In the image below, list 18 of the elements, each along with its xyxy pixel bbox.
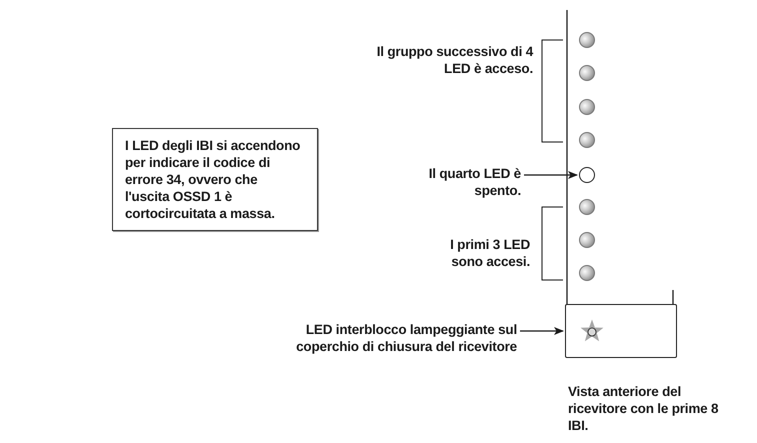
lit-led xyxy=(579,65,595,81)
receiver-panel xyxy=(566,10,674,304)
unlit-led xyxy=(579,167,595,183)
cover-box xyxy=(565,304,677,358)
lit-led xyxy=(579,199,595,215)
callout-text: LED interblocco lampeggiante sul coperchio di chiusura del ricevitore xyxy=(257,321,517,355)
lit-led xyxy=(579,132,595,148)
info-box: I LED degli IBI si accendono per indicare il codice di errore 34, ovvero che l'uscita OSSD 1 è cortocircuitata a massa. xyxy=(112,128,318,231)
lit-led xyxy=(579,265,595,281)
caption-text: Vista anteriore del ricevitore con le prime 8 IBI. xyxy=(568,383,720,434)
lit-led xyxy=(579,32,595,48)
lit-led xyxy=(579,232,595,248)
callout-text: Il gruppo successivo di 4 LED è acceso. xyxy=(376,43,533,77)
callout-text: I primi 3 LED sono accesi. xyxy=(449,236,530,270)
arrow xyxy=(524,171,578,179)
arrow xyxy=(520,327,564,335)
lit-led xyxy=(579,99,595,115)
callout-text: Il quarto LED è spento. xyxy=(411,165,521,199)
